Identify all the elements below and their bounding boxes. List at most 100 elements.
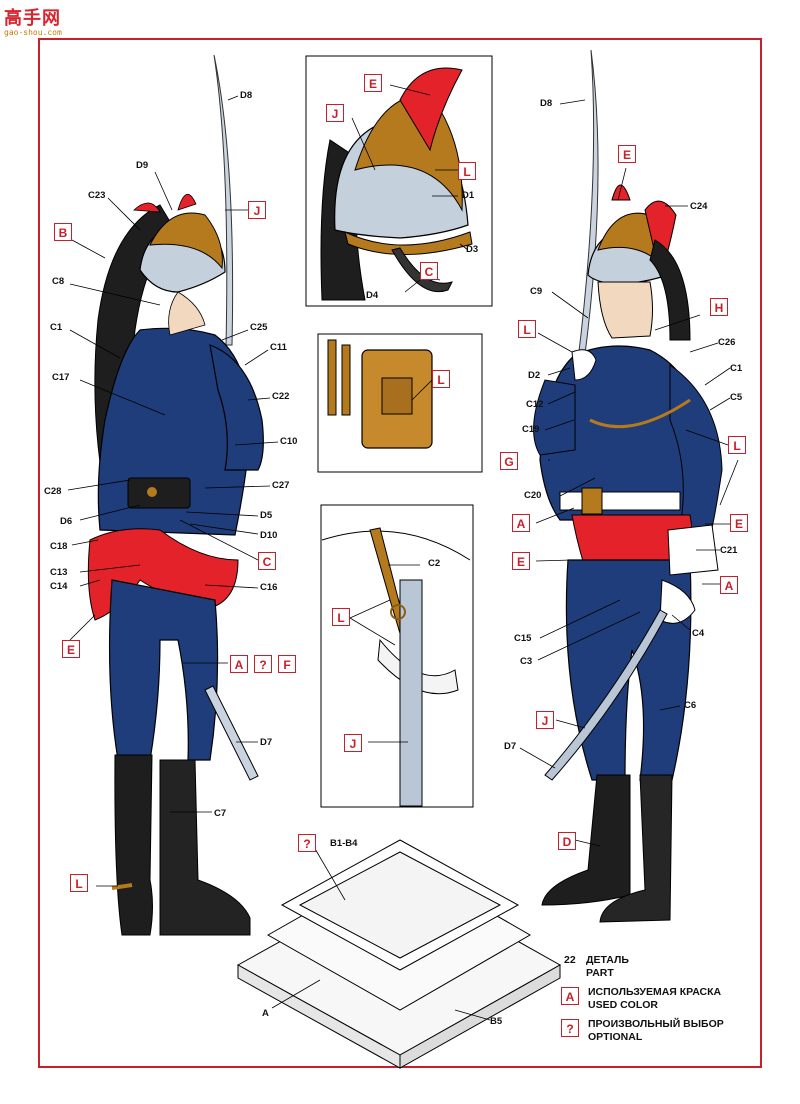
legend-part-en: PART	[586, 967, 614, 979]
label-l-right-sword: L	[518, 320, 536, 338]
detail-ring	[390, 604, 406, 620]
label-c27: C27	[272, 480, 290, 491]
label-e-left: E	[62, 640, 80, 658]
label-d7-right: D7	[504, 741, 517, 752]
label-f: F	[278, 655, 296, 673]
label-c6: C6	[684, 700, 697, 711]
label-e-cuff: E	[730, 514, 748, 532]
label-l-helmet: L	[458, 162, 476, 180]
label-c5: C5	[730, 392, 743, 403]
label-c13: C13	[50, 567, 68, 578]
right-aiguillette	[589, 398, 691, 429]
watermark: 高手网 gao-shou.com	[4, 4, 62, 37]
label-j-right-saber: J	[536, 711, 554, 729]
label-d2: D2	[528, 370, 541, 381]
label-c10: C10	[280, 436, 298, 447]
detail-scabbard	[399, 579, 423, 807]
left-box-badge	[147, 487, 157, 497]
label-d8-right: D8	[540, 98, 553, 109]
left-boot-left	[114, 754, 153, 936]
legend-optional-box: ?	[561, 1019, 579, 1037]
right-figure	[533, 49, 723, 923]
label-b: B	[54, 223, 72, 241]
detail-chinstrap	[391, 247, 453, 292]
left-spur	[111, 883, 133, 890]
label-e-right-top: E	[618, 145, 636, 163]
legend-used-ru: ИСПОЛЬЗУЕМАЯ КРАСКА	[588, 986, 722, 998]
left-face	[168, 291, 206, 336]
label-c23: C23	[88, 190, 106, 201]
hanger-detail	[321, 527, 471, 807]
label-c28: C28	[44, 486, 62, 497]
label-j-saber-left: J	[248, 201, 266, 219]
label-c8: C8	[52, 276, 65, 287]
label-b5: B5	[490, 1016, 503, 1027]
label-c19: C19	[522, 424, 540, 435]
label-c22: C22	[272, 391, 290, 402]
label-l-right-arm: L	[728, 436, 746, 454]
left-scabbard	[204, 685, 259, 781]
left-trousers	[108, 579, 219, 761]
right-glove-right	[667, 524, 719, 576]
label-j-scabbard: J	[344, 734, 362, 752]
right-boot-left	[541, 774, 631, 906]
label-optional-left: ?	[254, 655, 272, 673]
label-d3: D3	[466, 244, 479, 255]
leader-lines	[67, 84, 739, 1021]
label-d: D	[558, 832, 576, 850]
label-c7: C7	[214, 808, 227, 819]
left-figure	[87, 54, 264, 936]
label-c2: C2	[428, 558, 441, 569]
label-c18: C18	[50, 541, 68, 552]
label-d7-left: D7	[260, 737, 273, 748]
right-face	[597, 281, 653, 339]
legend-optional-ru: ПРОИЗВОЛЬНЫЙ ВЫБОР	[588, 1018, 724, 1030]
detail-plume	[399, 67, 463, 152]
left-plume-small	[133, 202, 161, 213]
legend-optional-en: OPTIONAL	[588, 1031, 643, 1043]
helmet-detail	[320, 67, 473, 301]
label-a-left: A	[230, 655, 248, 673]
legend-part-ru: ДЕТАЛЬ	[586, 954, 629, 966]
base-top-face	[298, 851, 502, 959]
right-boot-right	[599, 774, 673, 923]
label-e-helmet: E	[364, 74, 382, 92]
left-helmet-crest	[149, 212, 223, 270]
right-glove-hand	[659, 579, 696, 624]
label-j-helmet: J	[326, 104, 344, 122]
label-c15: C15	[514, 633, 532, 644]
label-c12: C12	[526, 399, 544, 410]
watermark-logo: 高手网	[4, 8, 61, 29]
label-b1-b4: B1-B4	[330, 838, 358, 849]
label-h: H	[710, 298, 728, 316]
label-c26: C26	[718, 337, 736, 348]
label-g: G	[500, 452, 518, 470]
label-c24: C24	[690, 201, 708, 212]
legend-used-box: A	[561, 987, 579, 1005]
right-arm-left	[533, 379, 576, 456]
label-c4: C4	[692, 628, 705, 639]
detail-tip-1	[327, 339, 337, 416]
base-bottom-side	[399, 964, 561, 1069]
right-belt	[559, 491, 681, 511]
label-c16: C16	[260, 582, 278, 593]
label-c21: C21	[720, 545, 738, 556]
label-d1: D1	[462, 190, 475, 201]
label-c9: C9	[530, 286, 543, 297]
label-c20: C20	[524, 490, 542, 501]
label-optional-base: ?	[298, 834, 316, 852]
label-d6: D6	[60, 516, 73, 527]
base	[236, 839, 562, 1069]
label-c1-right: C1	[730, 363, 743, 374]
label-c-left: C	[258, 552, 276, 570]
label-c17: C17	[52, 372, 70, 383]
label-d10: D10	[260, 530, 278, 541]
label-d8-left: D8	[240, 90, 253, 101]
label-e-sash: E	[512, 552, 530, 570]
label-c1-left: C1	[50, 322, 63, 333]
legend-used-en: USED COLOR	[588, 999, 659, 1011]
right-mane	[649, 239, 691, 341]
label-a-glove: A	[720, 576, 738, 594]
left-boot-right	[159, 759, 251, 936]
